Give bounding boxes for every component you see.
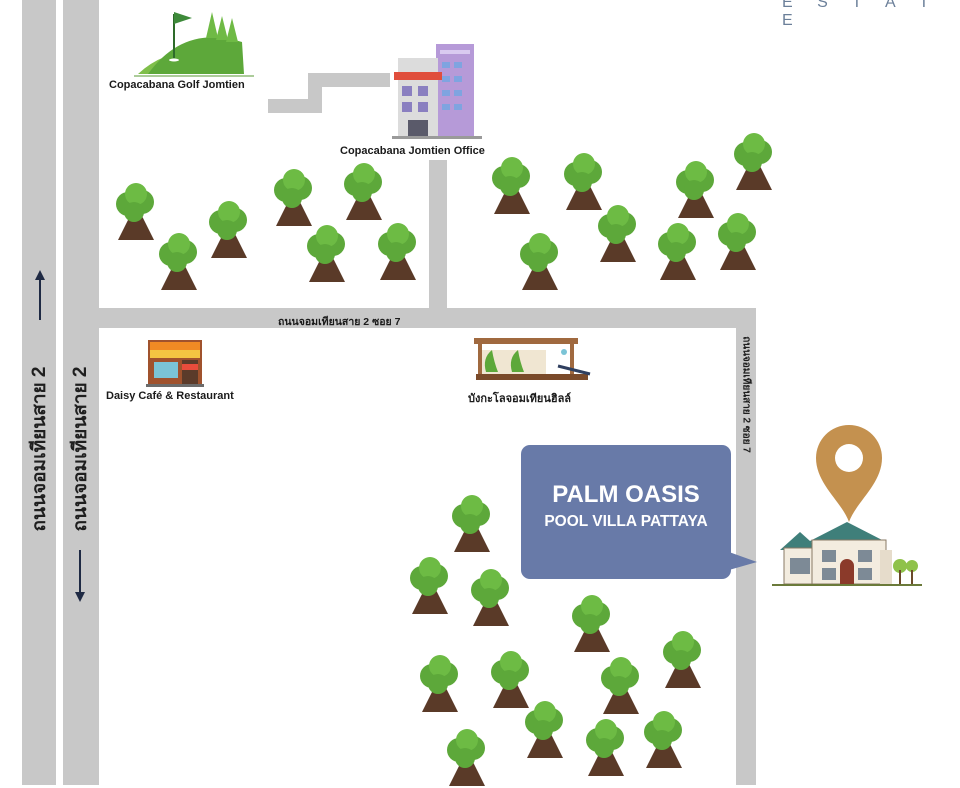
golf-course-icon	[134, 12, 254, 77]
office-label: Copacabana Jomtien Office	[340, 145, 485, 157]
brand-wordmark: E S T A T E	[782, 0, 939, 29]
tree-icon	[525, 701, 563, 758]
tree-icon	[116, 183, 154, 240]
golf-path	[268, 73, 390, 113]
callout-subtitle: POOL VILLA PATTAYA	[544, 513, 708, 530]
tree-icon	[378, 223, 416, 280]
tree-icon	[601, 657, 639, 714]
callout-title: PALM OASIS	[552, 481, 700, 508]
cafe-label: Daisy Café & Restaurant	[106, 390, 234, 402]
tree-icon	[564, 153, 602, 210]
tree-icon	[410, 557, 448, 614]
tree-icon	[658, 223, 696, 280]
arrow-up-icon	[35, 270, 45, 320]
tree-icon	[492, 157, 530, 214]
road-label-soi-horizontal: ถนนจอมเทียนสาย 2 ซอย 7	[278, 316, 401, 328]
bungalow-label: บังกะโลจอมเทียนฮิลล์	[468, 393, 572, 405]
tree-icon	[520, 233, 558, 290]
tree-icon	[274, 169, 312, 226]
tree-icon	[718, 213, 756, 270]
main-road-right	[63, 0, 99, 785]
arrow-down-icon	[75, 550, 85, 602]
tree-icon	[586, 719, 624, 776]
tree-icon	[598, 205, 636, 262]
tree-icon	[471, 569, 509, 626]
tree-icon	[676, 161, 714, 218]
villa-house-icon	[772, 522, 922, 586]
callout-pointer	[729, 552, 757, 570]
cafe-shop-icon	[146, 340, 204, 387]
road-label-main-right: ถนนจอมเทียนสาย 2	[70, 366, 91, 532]
road-label-soi-vertical: ถนนจอมเทียนสาย 2 ซอย 7	[740, 336, 752, 453]
tree-icon	[307, 225, 345, 282]
tree-icon	[159, 233, 197, 290]
tree-icon	[420, 655, 458, 712]
property-callout: PALM OASIS POOL VILLA PATTAYA	[521, 445, 731, 579]
main-road-left	[22, 0, 56, 785]
location-pin-icon	[816, 425, 882, 522]
tree-icon	[663, 631, 701, 688]
golf-label: Copacabana Golf Jomtien	[109, 79, 245, 91]
tree-icon	[734, 133, 772, 190]
office-building-icon	[392, 44, 482, 139]
road-label-main-left: ถนนจอมเทียนสาย 2	[29, 366, 50, 532]
tree-icon	[572, 595, 610, 652]
soi-road-horizontal	[95, 308, 755, 328]
office-access-road	[429, 160, 447, 315]
tree-icon	[209, 201, 247, 258]
tree-icon	[447, 729, 485, 786]
bungalow-icon	[474, 338, 591, 380]
tree-icon	[644, 711, 682, 768]
tree-icon	[344, 163, 382, 220]
tree-icon	[452, 495, 490, 552]
soi-road-vertical	[736, 308, 756, 785]
tree-icon	[491, 651, 529, 708]
